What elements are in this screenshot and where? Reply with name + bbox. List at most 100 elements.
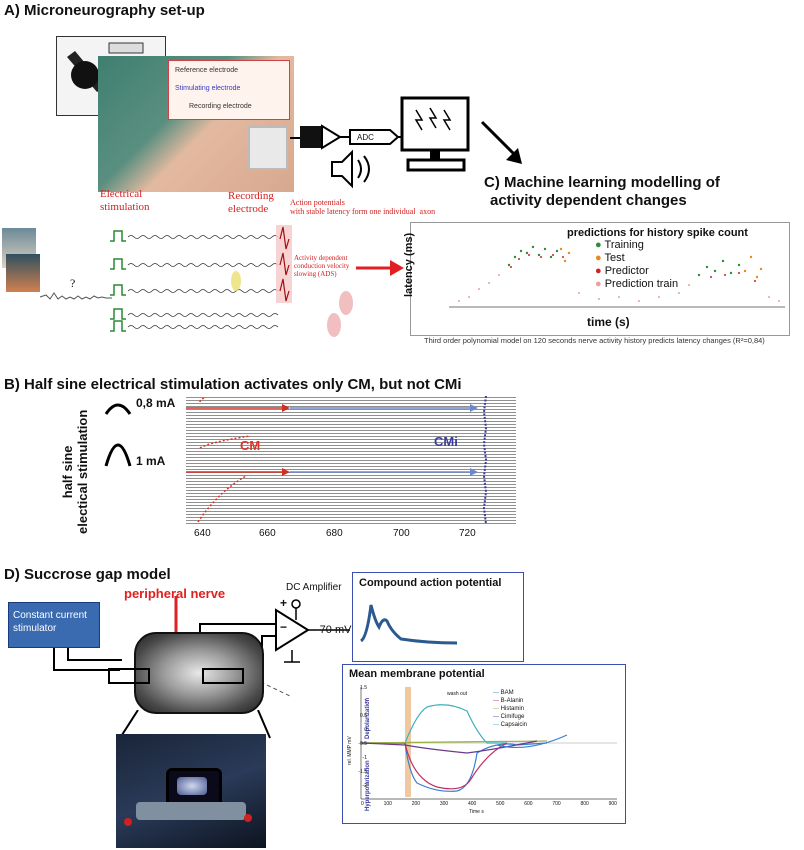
- ml-ylabel: latency (ms): [403, 232, 415, 297]
- question-mark: ?: [70, 276, 76, 290]
- chamber-body: [166, 768, 222, 808]
- cm-upper-curve: [199, 435, 251, 449]
- stimulus-pulses: [110, 230, 126, 332]
- dc-amplifier-triangle: [275, 608, 310, 652]
- mmp-legend-balanin: — B-Alanin: [493, 698, 524, 704]
- mmp-panel: Mean membrane potential — BAM — B-Alanin…: [342, 664, 626, 824]
- histamin-line: [360, 740, 548, 744]
- cap-panel: Compound action potential: [352, 572, 524, 662]
- mmp-legend-capsaicin: — Capsaicin: [493, 722, 528, 728]
- amplifier-triangle: [321, 124, 342, 150]
- bam-line: [361, 742, 548, 792]
- electrical-stimulation-label: Electrical stimulation: [100, 188, 150, 213]
- section-a-title: A) Microneurography set-up: [4, 2, 205, 19]
- mmp-wash-label: wash out: [447, 691, 468, 697]
- section-d-title: D) Succrose gap model: [4, 566, 171, 583]
- recording-electrode-label: Recording electrode: [228, 190, 274, 215]
- trace-lines: [127, 235, 279, 329]
- balanin-line: [361, 742, 508, 790]
- cm-label: CM: [240, 438, 261, 453]
- mmp-legend-histamin: — Histamin: [493, 706, 525, 712]
- amplifier-block: [300, 126, 322, 148]
- mmp-ytick: -2: [362, 783, 367, 789]
- ads-note: Activity dependent conduction velocity s…: [294, 254, 350, 278]
- test-points: [559, 247, 763, 279]
- prediction-train-points: [458, 274, 780, 302]
- cmi-line: [482, 396, 488, 524]
- stimulating-electrode-label: Stimulating electrode: [175, 85, 241, 92]
- mmp-ytick: 0: [364, 727, 367, 733]
- recording-electrode-small-label: Recording electrode: [189, 103, 252, 110]
- recording-chain: [290, 96, 470, 189]
- amp-minus: −: [280, 620, 288, 634]
- reference-electrode-label: Reference electrode: [175, 67, 239, 74]
- half-sine-low-icon: [104, 403, 132, 415]
- mmp-xtick: 400: [467, 801, 477, 807]
- x-tick-700: 700: [393, 528, 410, 539]
- legend-test: ● Test: [595, 252, 625, 264]
- capsaicin-line: [361, 704, 507, 744]
- mmp-ytick: -0.5: [358, 741, 367, 747]
- mmp-xtick: 600: [524, 801, 533, 807]
- ml-legend: ● Training ● Test ● Predictor ● Predicti…: [595, 239, 678, 291]
- mmp-ytick: 1: [364, 699, 367, 705]
- ml-chart-panel: latency (ms) predictions for history spi…: [403, 222, 790, 336]
- section-c-title-2: activity dependent changes: [490, 192, 687, 209]
- mmp-yticks: 1.5 1 0.5 0 -0.5 -1 -1.5 -2: [357, 681, 367, 793]
- mmp-legend-bam: — BAM: [493, 690, 514, 696]
- cap-title: Compound action potential: [359, 577, 502, 589]
- x-tick-680: 680: [326, 528, 343, 539]
- cuff-device: [248, 126, 288, 170]
- mmp-ylabel: rel. MMP mV: [347, 736, 353, 765]
- raster-plot: CM CMi: [186, 396, 516, 524]
- legend-training: ● Training: [595, 239, 644, 251]
- half-sine-high-icon: [104, 443, 132, 467]
- mmp-legend: — BAM — B-Alanin — Histamin — Cimifuge —…: [493, 689, 527, 729]
- section-c-title-1: C) Machine learning modelling of: [484, 174, 720, 191]
- speaker-icon: [331, 149, 353, 189]
- constant-current-stimulator: Constant current stimulator: [8, 602, 100, 648]
- chamber-left-port: [108, 668, 150, 684]
- ml-chart-title: predictions for history spike count: [567, 227, 748, 239]
- predictor-points: [510, 254, 756, 282]
- mmp-chart: [360, 687, 617, 800]
- mmp-xtick: 800: [580, 801, 589, 807]
- resting-potential-label: -70 mV: [316, 624, 352, 636]
- training-points: [507, 245, 741, 277]
- ml-scatter-plot: [449, 245, 785, 308]
- finger-photo-2: [6, 254, 40, 292]
- adc-label: ADC: [357, 133, 374, 142]
- arrow-to-chart: [356, 260, 404, 276]
- sucrose-chamber-photo: [108, 632, 264, 714]
- red-connector-left: [124, 818, 132, 826]
- ml-caption: Third order polynomial model on 120 seco…: [424, 336, 765, 345]
- mmp-xtick: 300: [439, 801, 449, 807]
- mmp-xtick: 100: [383, 801, 392, 807]
- mmp-ytick: 0.5: [360, 713, 367, 719]
- legend-predictor: ● Predictor: [595, 265, 649, 277]
- mmp-xticks: 0 100 200 300 400 500 600 700 800 900: [361, 801, 617, 807]
- raster-lines: [186, 396, 516, 524]
- half-sine-side-label: half sine electical stimulation: [60, 409, 90, 534]
- mmp-xtick: 700: [552, 801, 561, 807]
- chamber-window: [177, 777, 207, 795]
- mmp-legend-cimifuge: — Cimifuge: [493, 714, 525, 720]
- x-tick-720: 720: [459, 528, 476, 539]
- mmp-xtick: 200: [411, 801, 421, 807]
- cmi-label: CMi: [434, 434, 458, 449]
- ml-xlabel: time (s): [587, 315, 630, 329]
- stim-low-label: 0,8 mA: [136, 396, 176, 410]
- stim-high-label: 1 mA: [136, 454, 166, 468]
- mmp-ytick: 1.5: [360, 685, 367, 691]
- mmp-ytick: -1: [362, 755, 367, 761]
- mmp-xtick: 500: [496, 801, 505, 807]
- chamber-base: [136, 802, 246, 820]
- chamber-right-port: [202, 668, 244, 684]
- adc-block: [349, 129, 400, 145]
- half-sine-icons: [104, 403, 132, 467]
- cimifuge-line: [360, 740, 538, 754]
- section-b-title: B) Half sine electrical stimulation acti…: [4, 376, 462, 393]
- mmp-ytick: -1.5: [358, 769, 367, 775]
- dc-amplifier-label: DC Amplifier: [286, 582, 342, 593]
- cm-lower-curve: [197, 475, 247, 523]
